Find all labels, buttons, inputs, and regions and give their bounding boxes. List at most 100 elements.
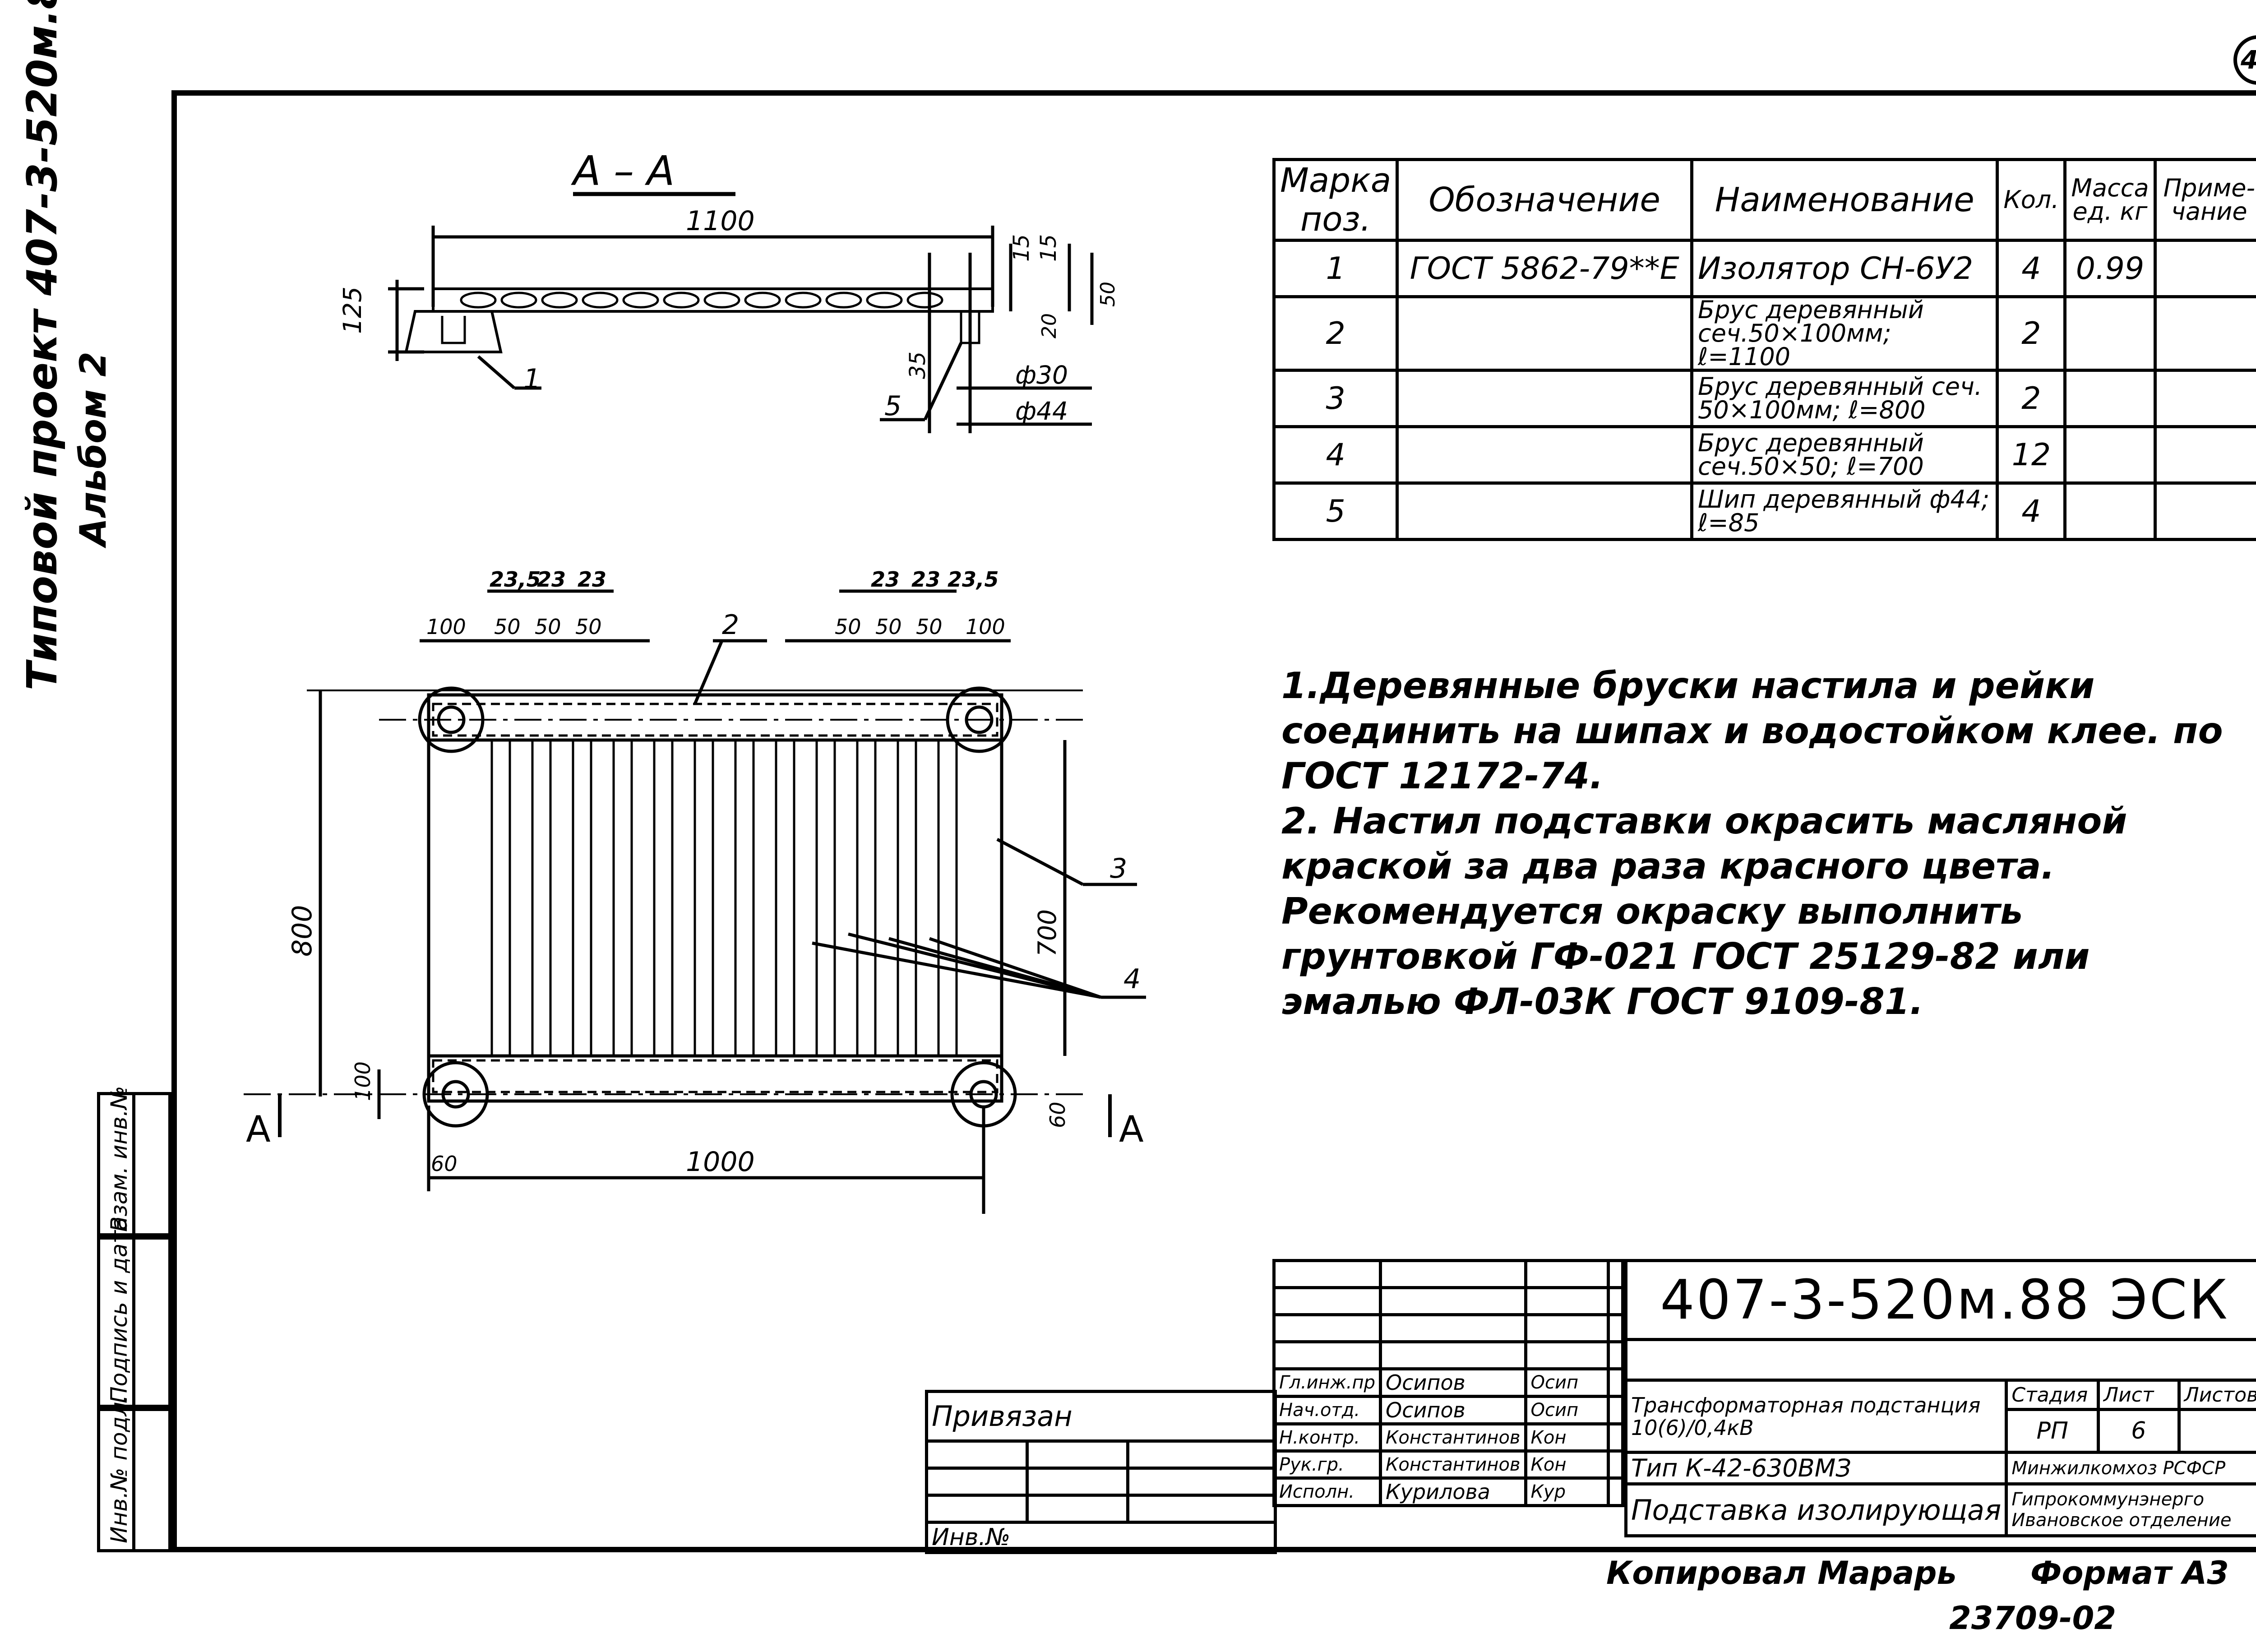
- dim-20: 20: [1038, 313, 1061, 338]
- cell: [1396, 425, 1694, 485]
- cell: [1396, 481, 1694, 541]
- cell: 4: [1996, 481, 2067, 541]
- sheet-format: Формат А3: [2030, 1555, 2229, 1592]
- sig-sign: Кур: [1524, 1476, 1610, 1507]
- cell: Брус деревянный сеч.50×100мм; ℓ=1100: [1690, 295, 1999, 372]
- spacing-l1: 100: [426, 615, 466, 639]
- cell: Шип деревянный ф44; ℓ=85: [1690, 481, 1999, 541]
- dim-15b: 15: [1036, 234, 1061, 262]
- side-inv-label: Инв.№ подл.: [106, 1394, 132, 1543]
- spec-header-row: Марка поз. Обозначение Наименование Кол.…: [1272, 158, 2256, 242]
- col-name: Наименование: [1690, 158, 1999, 242]
- dim-1100: 1100: [686, 205, 755, 237]
- document-code: 407-3-520м.88 ЭСК: [1624, 1259, 2256, 1341]
- sig-role: Гл.инж.пр: [1272, 1367, 1382, 1398]
- table-row: 1 ГОСТ 5862-79**Е Изолятор СН-6У2 4 0.99: [1272, 239, 2256, 298]
- cell: [2153, 239, 2256, 298]
- cell: [2153, 369, 2256, 428]
- note-1: 1.Деревянные бруски настила и рейки соед…: [1281, 665, 2223, 797]
- side-strip-cell: [97, 1092, 171, 1236]
- dim-phi44: ф44: [1015, 397, 1068, 426]
- dim-60-right: 60: [1045, 1101, 1070, 1128]
- sig-name: Осипов: [1379, 1367, 1527, 1398]
- archive-number: 23709-02: [1949, 1600, 2116, 1637]
- top-dim-l2: 23: [537, 567, 566, 592]
- sig-sign: Кон: [1524, 1449, 1610, 1480]
- cell: [2063, 295, 2157, 372]
- cut-mark-left: А: [246, 1108, 271, 1150]
- product-type: Тип К-42-630ВМЗ: [1624, 1451, 2008, 1485]
- copied-by: Копировал Марарь: [1606, 1555, 1957, 1592]
- sig-name: Константинов: [1379, 1449, 1527, 1480]
- col-note: Приме- чание: [2153, 158, 2256, 242]
- table-row: 4 Брус деревянный сеч.50×50; ℓ=700 12: [1272, 425, 2256, 485]
- notes-block: 1.Деревянные бруски настила и рейки соед…: [1281, 663, 2247, 1024]
- dim-700: 700: [1033, 909, 1062, 957]
- col-designation: Обозначение: [1396, 158, 1694, 242]
- top-dim-r2: 23: [911, 567, 940, 592]
- cell: 4: [1996, 239, 2067, 298]
- side-replace-label: Взам. инв.№: [106, 1086, 132, 1232]
- dim-100: 100: [351, 1061, 375, 1101]
- drawing-name: Подставка изолирующая: [1624, 1482, 2008, 1537]
- sig-name: Константинов: [1379, 1422, 1527, 1453]
- sig-role: Рук.гр.: [1272, 1449, 1382, 1480]
- cell: Изолятор СН-6У2: [1690, 239, 1999, 298]
- table-row: 5 Шип деревянный ф44; ℓ=85 4: [1272, 481, 2256, 541]
- cell: 3: [1272, 369, 1399, 428]
- sig-role: Нач.отд.: [1272, 1395, 1382, 1425]
- dim-15a: 15: [1009, 234, 1034, 262]
- callout-4: 4: [1123, 963, 1141, 995]
- sig-role: Исполн.: [1272, 1476, 1382, 1507]
- top-dim-r3: 23,5: [948, 567, 999, 592]
- cell: [2153, 481, 2256, 541]
- cell: 0.99: [2063, 239, 2157, 298]
- side-strip: Инв.№ подл. Подпись и дата Взам. инв.№: [97, 1086, 171, 1552]
- col-qty: Кол.: [1996, 158, 2067, 242]
- sig-sign: Осип: [1524, 1395, 1610, 1425]
- sig-sign: Кон: [1524, 1422, 1610, 1453]
- dim-125: 125: [338, 287, 367, 334]
- callout-1: 1: [523, 363, 541, 395]
- cell: 5: [1272, 481, 1399, 541]
- org-ministry: Минжилкомхоз РСФСР: [2005, 1451, 2256, 1485]
- cell: 2: [1272, 295, 1399, 372]
- dim-800: 800: [287, 905, 318, 957]
- inv-label: Инв.№: [925, 1521, 1277, 1554]
- callout-3: 3: [1110, 853, 1127, 884]
- cell: Брус деревянный сеч. 50×100мм; ℓ=800: [1690, 369, 1999, 428]
- cell: [1396, 369, 1694, 428]
- sig-sign: Осип: [1524, 1367, 1610, 1398]
- cell: 1: [1272, 239, 1399, 298]
- sig-role: Н.контр.: [1272, 1422, 1382, 1453]
- cell: [2153, 425, 2256, 485]
- org-institute: Гипрокоммунэнерго Ивановское отделение: [2005, 1482, 2256, 1537]
- spacing-l4: 50: [575, 615, 602, 639]
- cell: [2063, 481, 2157, 541]
- sig-name: Осипов: [1379, 1395, 1527, 1425]
- stage-header: Стадия: [2005, 1379, 2100, 1411]
- stage-value: РП: [2005, 1408, 2100, 1454]
- col-mark: Марка поз.: [1272, 158, 1399, 242]
- callout-5: 5: [884, 390, 901, 422]
- spacing-r2: 50: [875, 615, 902, 639]
- spacing-r4: 100: [966, 615, 1005, 639]
- section-label: А – А: [571, 148, 675, 195]
- sheet-header: Лист: [2097, 1379, 2181, 1411]
- dim-phi30: ф30: [1015, 361, 1068, 389]
- cell: 2: [1996, 295, 2067, 372]
- cell: Брус деревянный сеч.50×50; ℓ=700: [1690, 425, 1999, 485]
- spacing-l2: 50: [494, 615, 521, 639]
- sheets-header: Листов: [2177, 1379, 2256, 1411]
- top-dim-l1: 23,5: [490, 567, 541, 592]
- cell: 2: [1996, 369, 2067, 428]
- top-dim-l3: 23: [578, 567, 606, 592]
- dim-1000: 1000: [686, 1146, 755, 1178]
- main-title-block: 407-3-520м.88 ЭСК Трансформаторная подст…: [1624, 1259, 2256, 1537]
- sig-name: Курилова: [1379, 1476, 1527, 1507]
- cell: [2153, 295, 2256, 372]
- spacing-r1: 50: [835, 615, 861, 639]
- callout-2: 2: [722, 609, 739, 641]
